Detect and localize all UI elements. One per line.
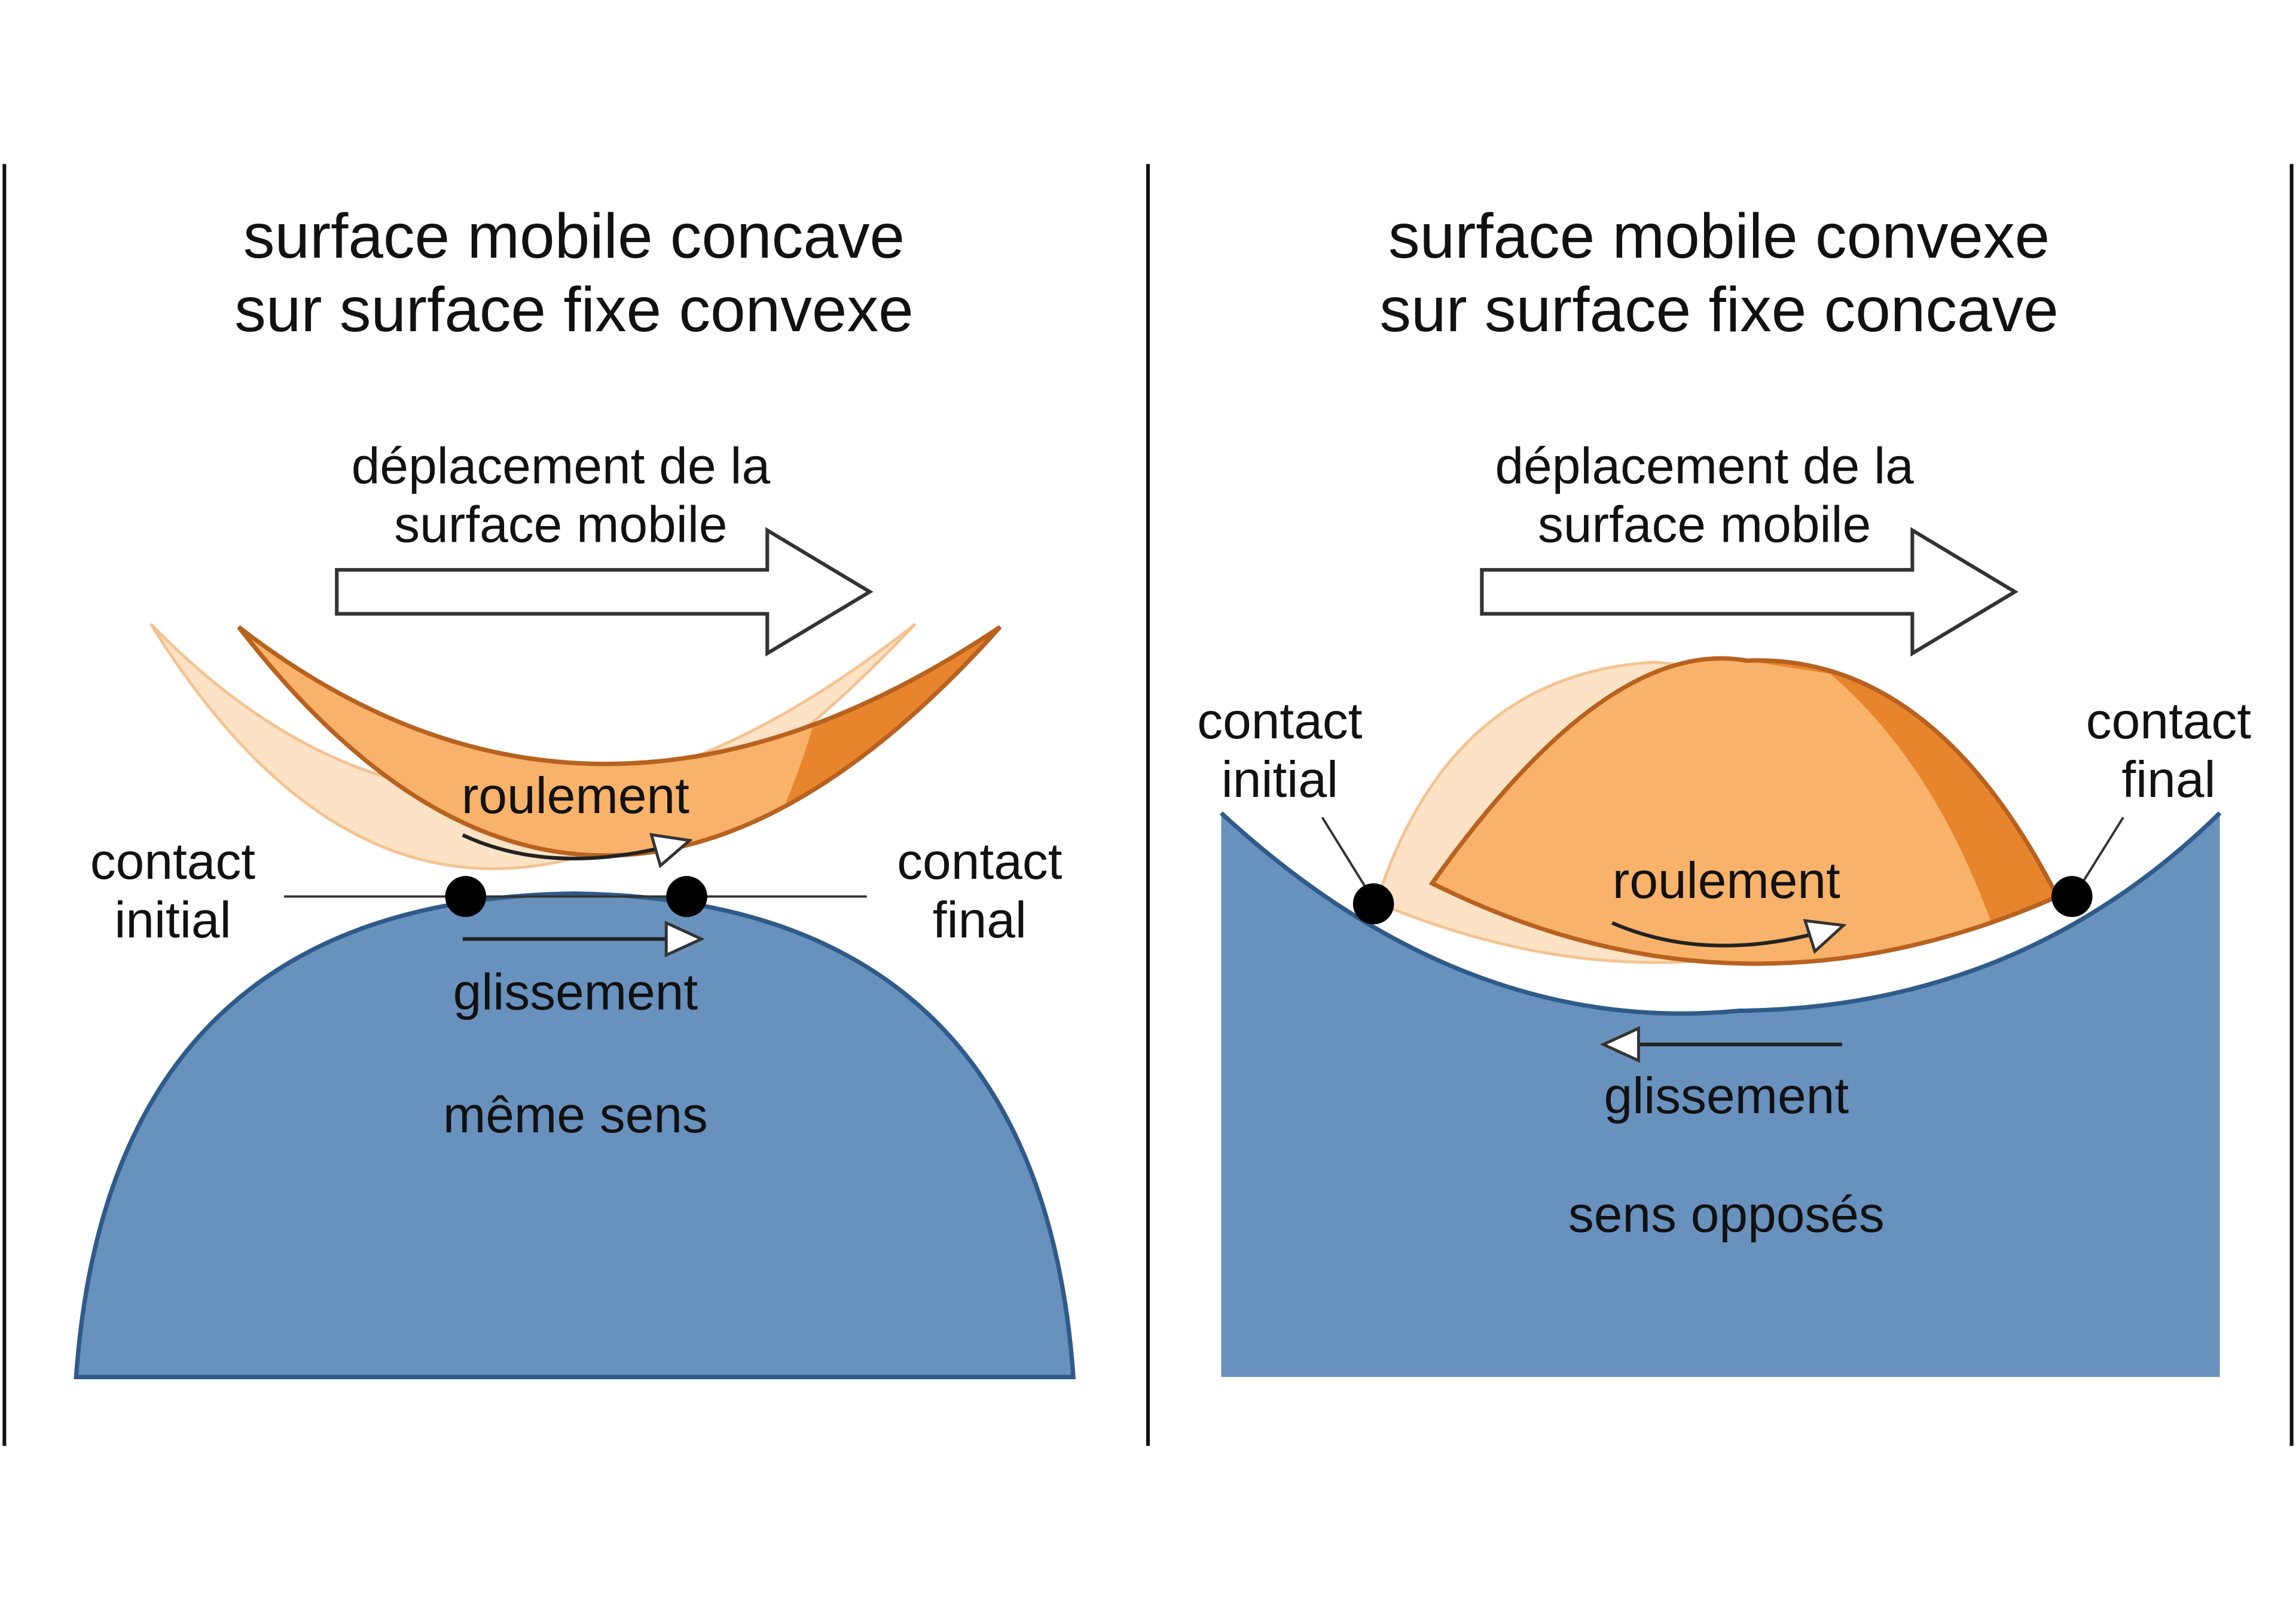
right-contact-final-line2: final	[2121, 751, 2215, 808]
fixed-convex-surface	[74, 891, 1076, 1379]
right-direction-note: sens opposés	[1568, 1186, 1885, 1244]
left-movement-label-line2: surface mobile	[394, 496, 727, 554]
left-panel: surface mobile concave sur surface fixe …	[74, 201, 1076, 1379]
right-final-leader-line	[2078, 817, 2124, 888]
right-rolling-label: roulement	[1613, 852, 1840, 909]
fixed-concave-surface-edge	[1219, 811, 2222, 1016]
right-rolling-arrow-icon	[1611, 923, 1842, 946]
right-final-contact-point	[2051, 876, 2093, 917]
fixed-concave-surface	[1221, 812, 2220, 1377]
left-contact-final-line1: contact	[897, 833, 1062, 890]
right-panel: surface mobile convexe sur surface fixe …	[1197, 201, 2251, 1377]
right-movement-label-line1: déplacement de la	[1495, 438, 1914, 495]
left-title-line1: surface mobile concave	[243, 201, 905, 271]
left-final-contact-point	[666, 876, 707, 917]
right-contact-final-line1: contact	[2086, 692, 2251, 750]
right-movement-label-line2: surface mobile	[1538, 496, 1871, 554]
left-rolling-arrow-icon	[462, 835, 688, 859]
right-title-line1: surface mobile convexe	[1388, 201, 2050, 271]
left-rolling-label: roulement	[462, 767, 689, 824]
left-contact-final-line2: final	[933, 891, 1027, 949]
left-movement-arrow-icon	[335, 527, 874, 657]
right-contact-initial-line2: initial	[1222, 751, 1338, 808]
left-initial-contact-point	[445, 876, 487, 917]
right-contact-initial-line1: contact	[1197, 692, 1362, 750]
right-sliding-label: glissement	[1604, 1067, 1849, 1125]
left-sliding-label: glissement	[453, 963, 698, 1021]
left-title-line2: sur surface fixe convexe	[234, 275, 913, 345]
right-initial-contact-point	[1352, 883, 1394, 925]
right-title-line2: sur surface fixe concave	[1379, 275, 2058, 345]
left-contact-initial-line2: initial	[114, 891, 231, 949]
right-initial-leader-line	[1321, 817, 1369, 891]
right-movement-arrow-icon	[1480, 527, 2019, 657]
left-contact-initial-line1: contact	[90, 833, 255, 890]
left-movement-label-line1: déplacement de la	[352, 438, 771, 495]
left-direction-note: même sens	[443, 1086, 708, 1144]
mobile-convex-surface	[1428, 656, 2060, 966]
